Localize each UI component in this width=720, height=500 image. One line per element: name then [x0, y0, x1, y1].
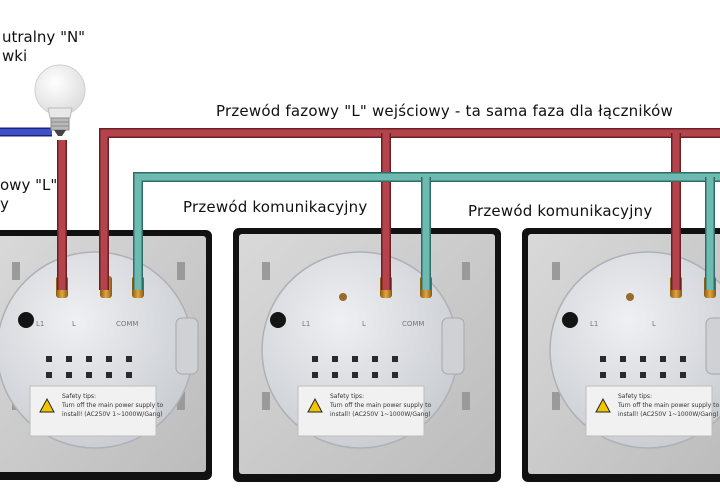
terminal-label-l: L — [652, 320, 656, 328]
warning-icon — [307, 397, 323, 413]
switch-2: Safety tips: Turn off the main power sup… — [233, 228, 501, 482]
terminal-label-comm: COMM — [116, 320, 138, 328]
warning-icon — [39, 397, 55, 413]
safety-title: Safety tips: — [618, 393, 652, 400]
safety-title: Safety tips: — [62, 393, 96, 400]
terminal-label-comm: COMM — [402, 320, 424, 328]
communication-label-1: Przewód komunikacyjny — [183, 198, 368, 216]
neutral-label-line1: utralny "N" — [2, 28, 86, 46]
communication-label-2: Przewód komunikacyjny — [468, 202, 653, 220]
safety-line2: install! (AC250V 1~1000W/Gang) — [618, 411, 719, 418]
phase-left-line1: owy "L" — [0, 176, 58, 194]
safety-line1: Turn off the main power supply to — [617, 402, 719, 409]
switch-3: Safety tips: Turn off the main power sup… — [522, 228, 720, 482]
terminal-label-l: L — [72, 320, 76, 328]
phase-left-line2: y — [0, 195, 9, 213]
safety-line1: Turn off the main power supply to — [61, 402, 163, 409]
terminal-label-l: L — [362, 320, 366, 328]
phase-input-wire — [99, 128, 720, 290]
safety-line1: Turn off the main power supply to — [329, 402, 431, 409]
warning-icon — [595, 397, 611, 413]
phase-output-label: owy "L" y — [0, 176, 57, 214]
light-bulb-icon — [34, 64, 86, 136]
phase-input-label: Przewód fazowy "L" wejściowy - ta sama f… — [216, 102, 673, 120]
safety-line2: install! (AC250V 1~1000W/Gang) — [62, 411, 163, 418]
safety-line2: install! (AC250V 1~1000W/Gang) — [330, 411, 431, 418]
communication-wire — [133, 172, 720, 290]
neutral-label-line2: wki — [2, 47, 28, 65]
terminal-label-l1: L1 — [36, 320, 44, 328]
neutral-wire-label: utralny "N" wki — [2, 28, 85, 66]
terminal-label-l1: L1 — [302, 320, 310, 328]
terminal-label-l1: L1 — [590, 320, 598, 328]
safety-title: Safety tips: — [330, 393, 364, 400]
